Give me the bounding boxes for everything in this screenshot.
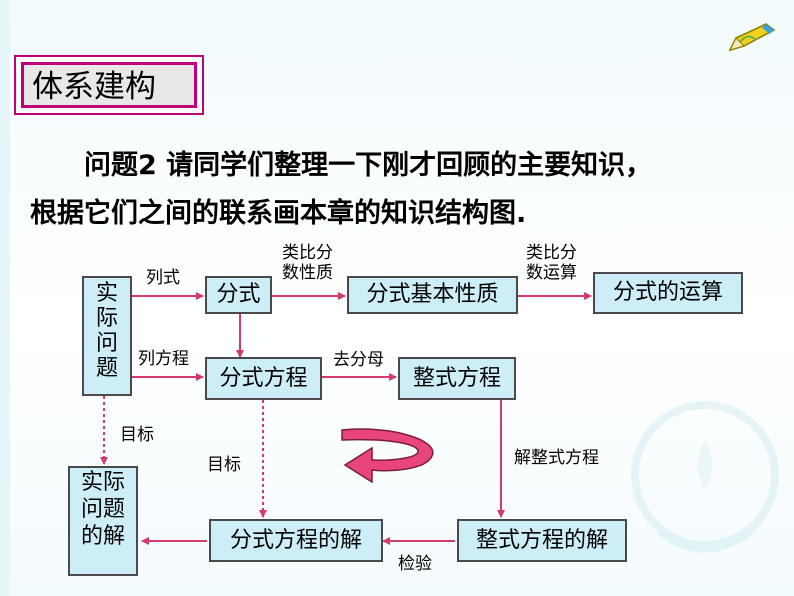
section-title: 体系建构 — [21, 62, 197, 108]
pencil-icon — [728, 23, 776, 52]
label-verify: 检验 — [398, 554, 432, 574]
label-goal-middle: 目标 — [207, 455, 241, 475]
node-line: 的解 — [70, 523, 136, 550]
label-line: 类比分 — [526, 243, 577, 263]
question-line-2: 根据它们之间的联系画本章的知识结构图. — [30, 198, 527, 229]
node-char: 解 — [103, 524, 126, 549]
node-char: 问 — [95, 331, 118, 356]
question-text: 问题2 请同学们整理一下刚才回顾的主要知识， 根据它们之间的联系画本章的知识结构… — [30, 142, 790, 238]
node-char: 实 — [80, 470, 103, 495]
label-goal-left: 目标 — [120, 425, 154, 445]
label-remove-denominator: 去分母 — [333, 350, 384, 370]
node-char: 实 — [95, 281, 118, 306]
label-formulate-equation: 列方程 — [138, 349, 189, 369]
label-line: 类比分 — [282, 243, 333, 263]
node-fraction-equation-solution: 分式方程的解 — [209, 519, 383, 562]
node-char: 题 — [103, 497, 126, 522]
node-char: 题 — [95, 356, 118, 381]
question-line-1: 问题2 请同学们整理一下刚才回顾的主要知识， — [84, 150, 653, 181]
node-fraction: 分式 — [205, 276, 272, 314]
hands-watermark-icon — [631, 401, 779, 553]
left-stripe — [0, 0, 10, 596]
node-practical-solution: 实际 问题 的解 — [68, 466, 138, 576]
node-line: 问题 — [70, 496, 136, 523]
node-char: 问 — [80, 497, 103, 522]
section-title-frame: 体系建构 — [14, 55, 204, 115]
node-char: 际 — [95, 306, 118, 331]
node-integral-equation: 整式方程 — [398, 357, 516, 400]
label-line: 数运算 — [526, 263, 577, 283]
node-fraction-operation: 分式的运算 — [593, 272, 743, 314]
node-practical-problem: 实 际 问 题 — [82, 276, 132, 396]
label-analogy-operation: 类比分 数运算 — [526, 243, 577, 283]
node-char: 际 — [103, 470, 126, 495]
label-formulate-expression: 列式 — [146, 268, 180, 288]
label-line: 数性质 — [282, 263, 333, 283]
node-integral-equation-solution: 整式方程的解 — [457, 519, 627, 562]
node-fraction-equation: 分式方程 — [205, 357, 322, 400]
cycle-arrow-icon — [341, 428, 434, 484]
node-char: 的 — [80, 524, 103, 549]
label-solve-integral: 解整式方程 — [514, 448, 599, 468]
label-analogy-property: 类比分 数性质 — [282, 243, 333, 283]
node-fraction-property: 分式基本性质 — [347, 276, 518, 314]
node-line: 实际 — [70, 469, 136, 496]
